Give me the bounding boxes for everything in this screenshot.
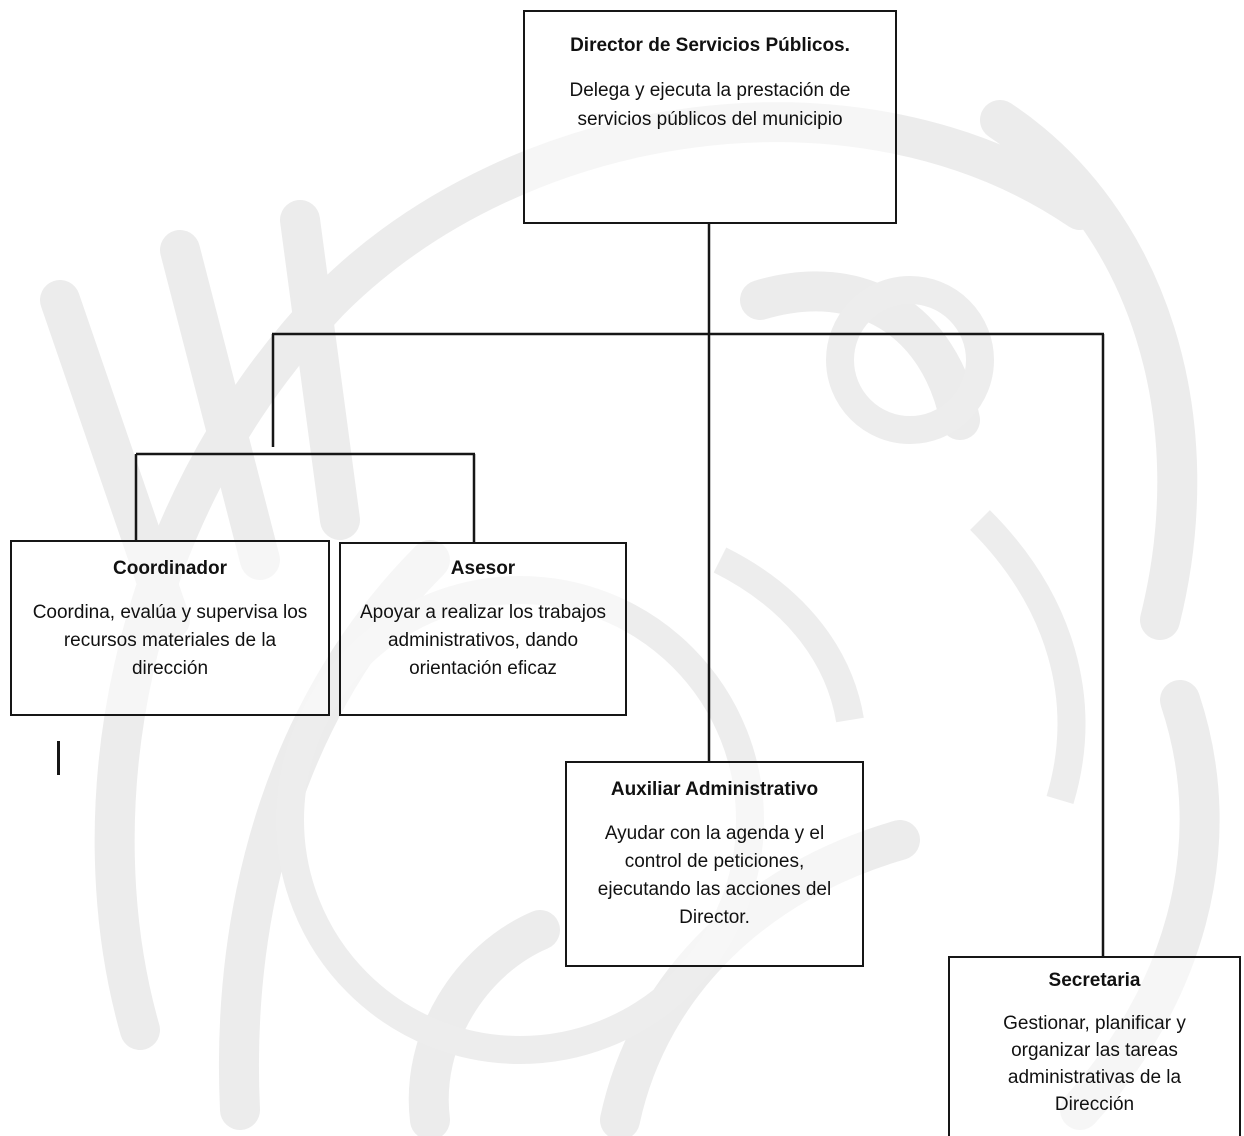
stray-vertical-mark <box>57 741 60 775</box>
node-desc-director: Delega y ejecuta la prestación de servic… <box>569 80 851 130</box>
org-node-coordinador: Coordinador Coordina, evalúa y supervisa… <box>10 540 330 716</box>
org-node-asesor: Asesor Apoyar a realizar los trabajos ad… <box>339 542 627 716</box>
node-desc-auxiliar: Ayudar con la agenda y el control de pet… <box>597 823 832 928</box>
node-title-director: Director de Servicios Públicos. <box>570 35 850 56</box>
org-node-secretaria: Secretaria Gestionar, planificar y organ… <box>948 956 1241 1136</box>
org-node-director: Director de Servicios Públicos. Delega y… <box>523 10 897 224</box>
node-desc-coordinador: Coordina, evalúa y supervisa los recurso… <box>32 602 308 679</box>
node-title-coordinador: Coordinador <box>113 558 227 579</box>
node-title-auxiliar: Auxiliar Administrativo <box>610 779 819 800</box>
node-title-asesor: Asesor <box>450 558 516 579</box>
org-node-auxiliar-administrativo: Auxiliar Administrativo Ayudar con la ag… <box>565 761 864 967</box>
node-desc-asesor: Apoyar a realizar los trabajos administr… <box>359 602 607 679</box>
node-desc-secretaria: Gestionar, planificar y organizar las ta… <box>1003 1013 1186 1115</box>
node-title-secretaria: Secretaria <box>1048 970 1141 991</box>
